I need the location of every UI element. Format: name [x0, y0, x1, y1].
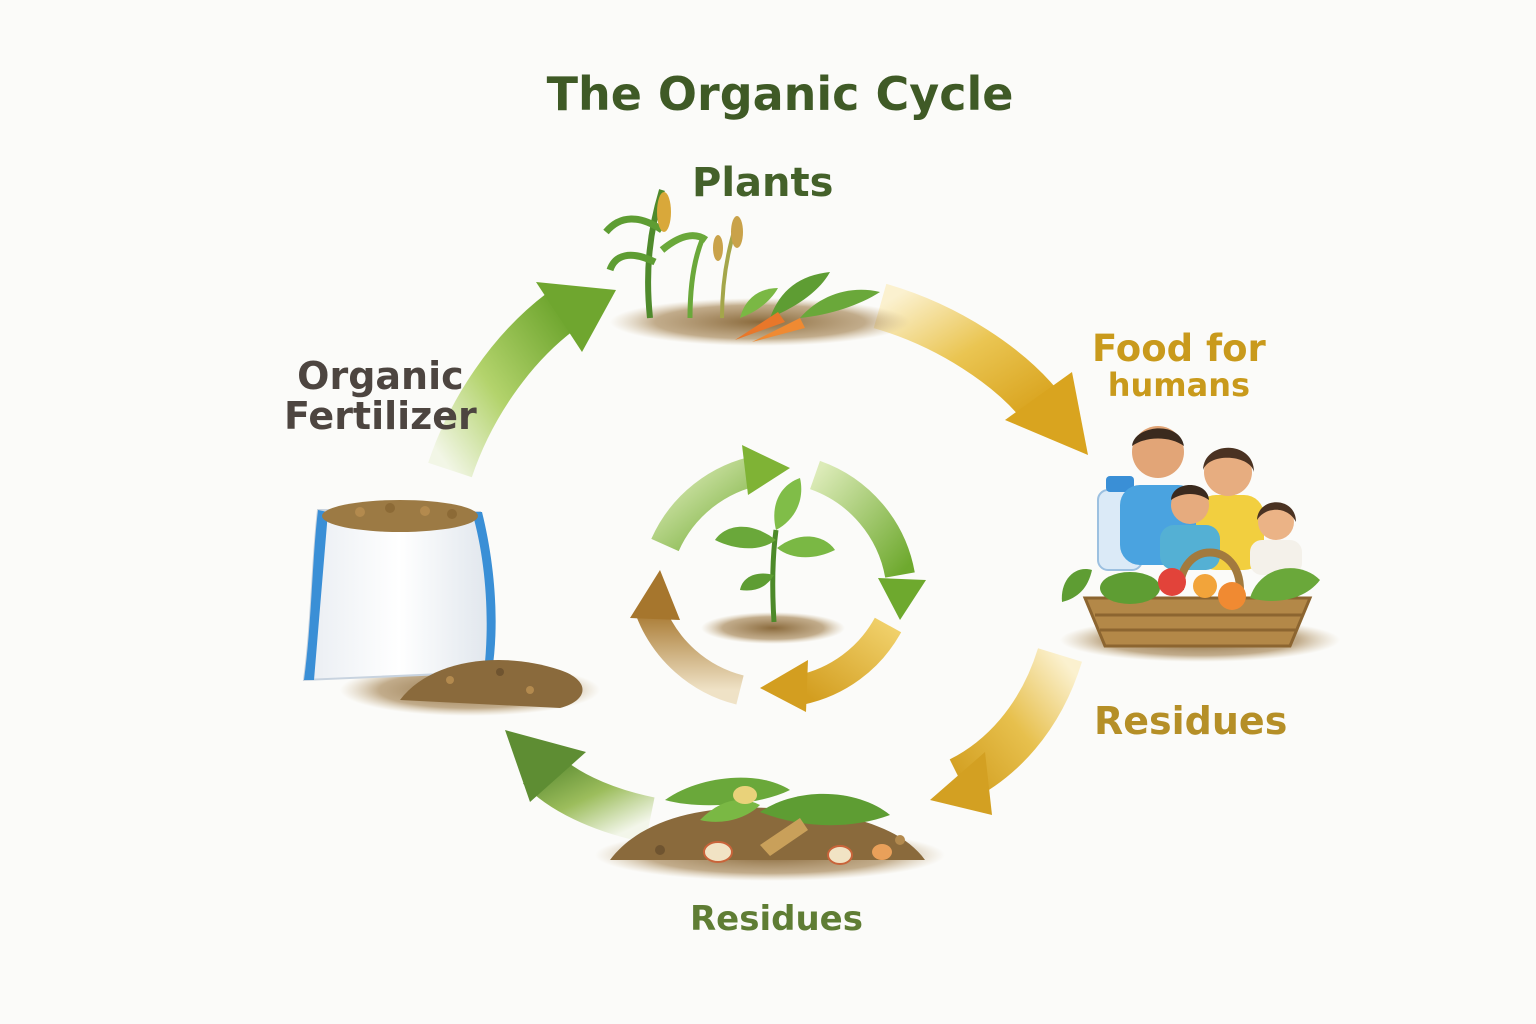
label-fertilizer-line2: Fertilizer	[284, 393, 477, 438]
label-residues-bottom: Residues	[690, 899, 863, 939]
arrow-residues-to-fertilizer	[505, 730, 655, 843]
fertilizer-bag-icon	[302, 500, 600, 716]
label-food-line2: humans	[1107, 365, 1251, 404]
seedling-icon	[701, 478, 845, 644]
label-food-for-humans: Food for humans	[1092, 327, 1266, 404]
label-organic-fertilizer: Organic Fertilizer	[284, 354, 477, 438]
plants-icon	[603, 189, 910, 346]
label-food-line1: Food for	[1092, 327, 1266, 370]
label-residues-right: Residues	[1094, 699, 1288, 743]
arrow-fertilizer-to-plants	[428, 282, 616, 478]
compost-residues-icon	[595, 777, 945, 881]
arrow-plants-to-food	[873, 283, 1088, 455]
family-food-basket-icon	[1060, 426, 1340, 662]
diagram-title: The Organic Cycle	[546, 67, 1014, 121]
recycle-arrows-icon	[630, 445, 926, 712]
label-fertilizer-line1: Organic	[297, 354, 464, 398]
label-plants: Plants	[692, 160, 834, 206]
arrow-food-to-residues	[930, 647, 1082, 815]
